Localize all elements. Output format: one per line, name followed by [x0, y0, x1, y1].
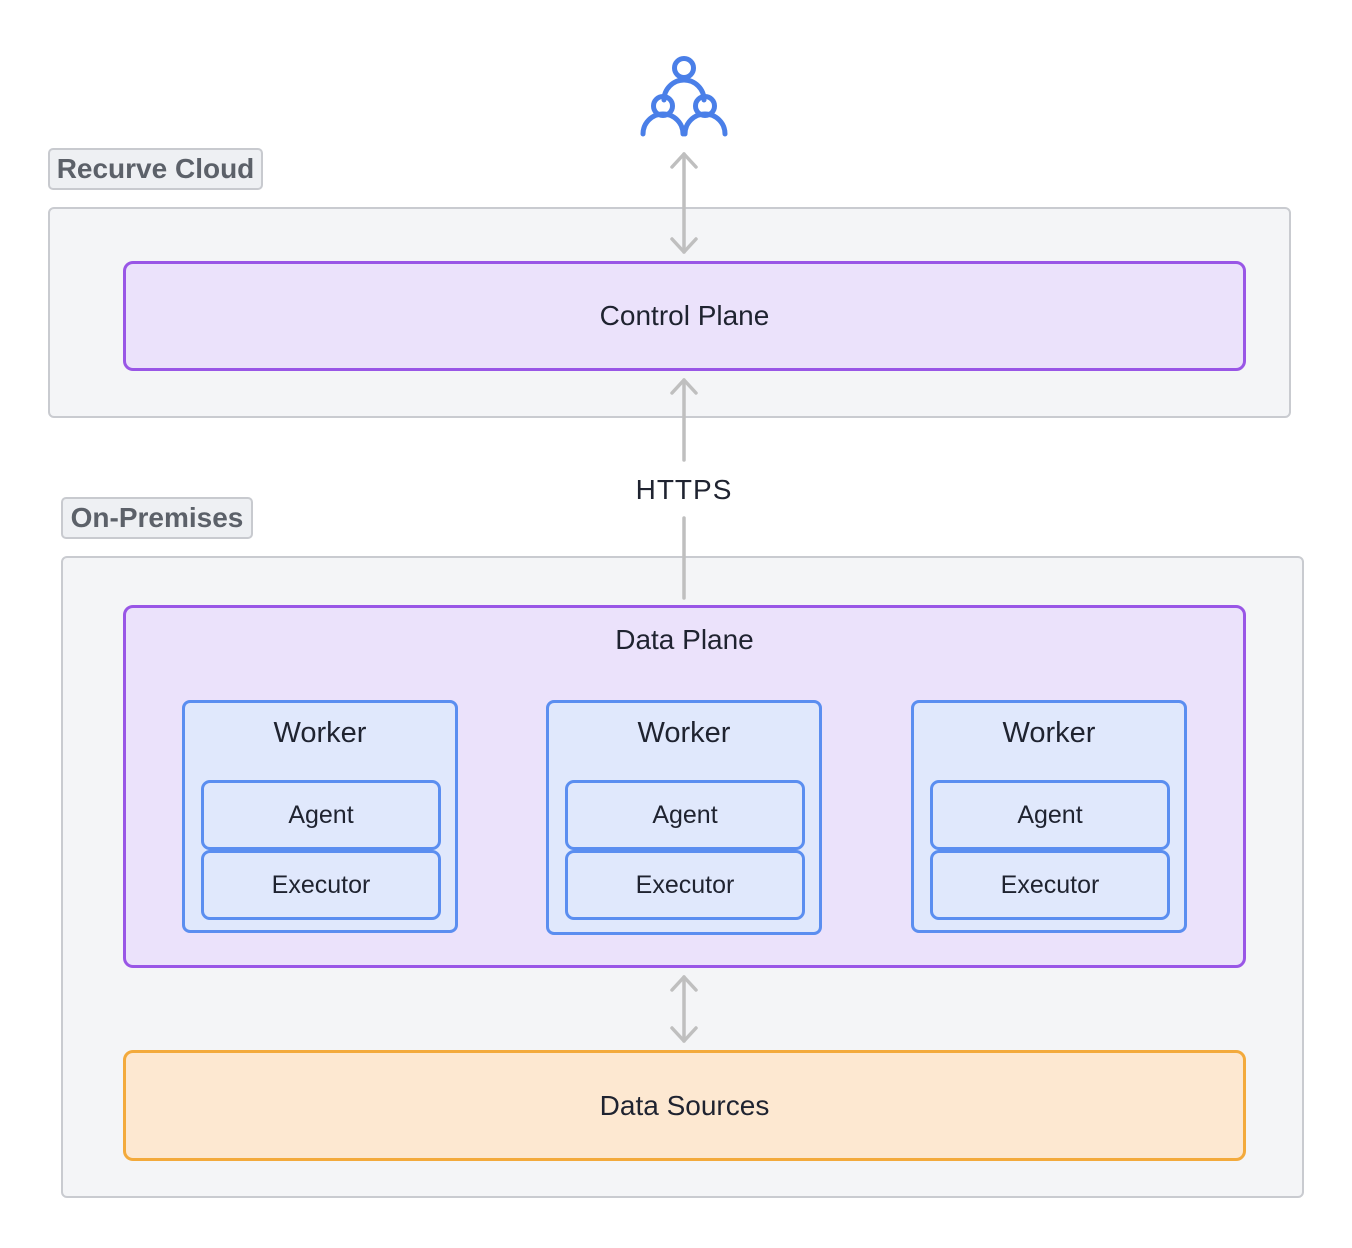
executor-box[interactable]: Executor [565, 850, 805, 920]
control-plane-label: Control Plane [599, 300, 770, 331]
https-arrow [670, 378, 698, 600]
recurve-cloud-label: Recurve Cloud [48, 148, 263, 190]
bidirectional-arrow [670, 975, 698, 1043]
data-sources-box[interactable]: Data Sources [123, 1050, 1246, 1161]
agent-box[interactable]: Agent [930, 780, 1170, 850]
worker-title: Worker [273, 717, 367, 749]
https-label: HTTPS [635, 474, 733, 505]
worker-box[interactable]: Worker Agent Executor [911, 700, 1187, 933]
control-plane-box[interactable]: Control Plane [123, 261, 1246, 371]
data-sources-label: Data Sources [599, 1089, 770, 1121]
worker-box[interactable]: Worker Agent Executor [546, 700, 822, 935]
worker-title: Worker [1002, 717, 1096, 749]
agent-box[interactable]: Agent [201, 780, 441, 850]
executor-box[interactable]: Executor [201, 850, 441, 920]
bidirectional-arrow [670, 152, 698, 254]
data-plane-label: Data Plane [615, 624, 754, 655]
on-premises-label: On-Premises [61, 497, 253, 539]
worker-title: Worker [637, 717, 731, 749]
executor-box[interactable]: Executor [930, 850, 1170, 920]
worker-box[interactable]: Worker Agent Executor [182, 700, 458, 933]
agent-box[interactable]: Agent [565, 780, 805, 850]
